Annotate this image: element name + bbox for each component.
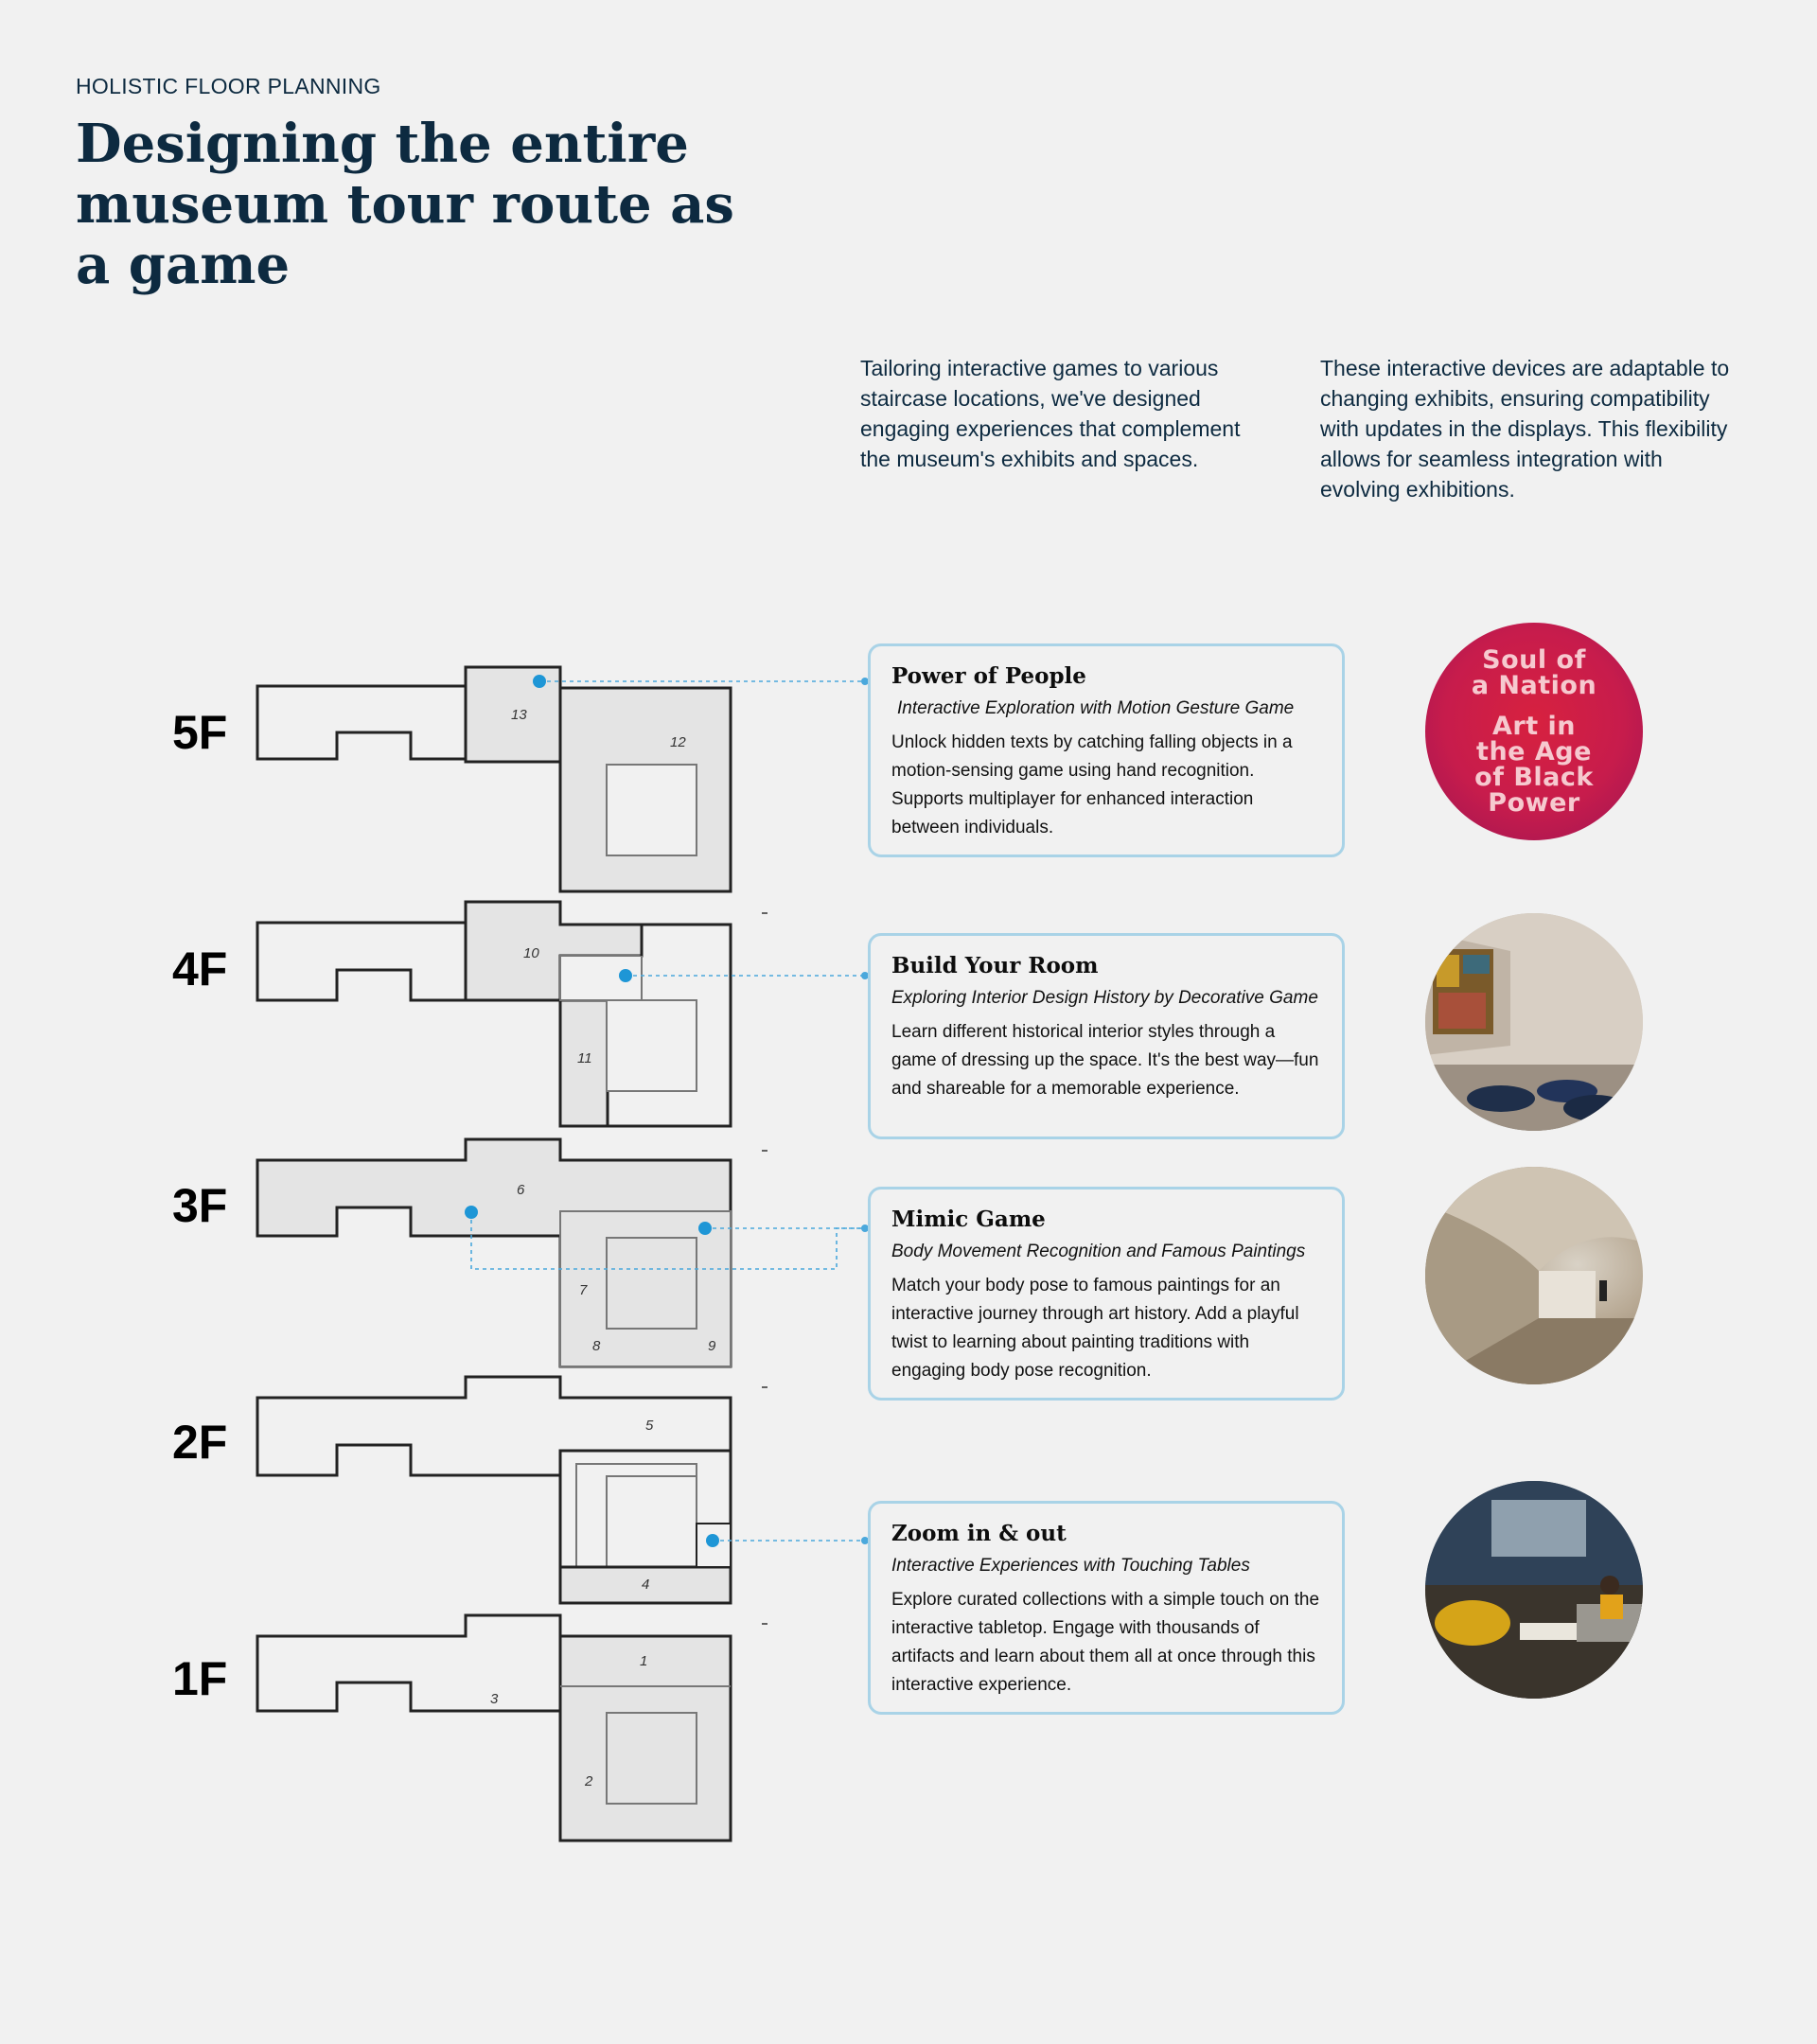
card-subtitle: Interactive Experiences with Touching Ta…	[891, 1556, 1250, 1576]
card-subtitle: Body Movement Recognition and Famous Pai…	[891, 1242, 1306, 1261]
marker-dot-3f-b	[698, 1222, 712, 1235]
room-label: 11	[577, 1050, 592, 1066]
exhibit-poster-photo: Soul of a Nation Art in the Age of Black…	[1425, 623, 1643, 840]
room-label: 6	[517, 1182, 525, 1198]
gallery-room-photo	[1425, 913, 1643, 1131]
card-title: Power of People	[891, 663, 1086, 689]
room-label: 4	[642, 1577, 649, 1593]
card-title: Mimic Game	[891, 1207, 1046, 1232]
room-label: 7	[579, 1282, 588, 1298]
connectors	[470, 680, 865, 1542]
floor-label-5f: 5F	[172, 706, 228, 759]
room-label: 10	[523, 945, 539, 961]
intro-text-left: Tailoring interactive games to various s…	[860, 356, 1241, 471]
floor-plan-4f: 10 11	[256, 900, 732, 1128]
card-body: Explore curated collections with a simpl…	[891, 1590, 1320, 1695]
room-label: 13	[511, 707, 527, 723]
separator-ticks	[762, 912, 767, 1625]
poster-text: the Age	[1476, 737, 1592, 766]
connector-3f-a	[470, 1212, 865, 1270]
marker-dot-2f	[706, 1534, 719, 1547]
poster-text: Soul of	[1482, 645, 1586, 675]
room-label: 12	[670, 734, 686, 750]
poster-text: of Black	[1474, 763, 1594, 792]
hallway-illustration	[1425, 1167, 1643, 1384]
connector-ends	[861, 678, 869, 1544]
card-subtitle: Interactive Exploration with Motion Gest…	[897, 698, 1295, 718]
marker-dot-4f	[619, 969, 632, 982]
room-label: 5	[645, 1418, 654, 1434]
room-label: 9	[708, 1338, 716, 1354]
card-body: Unlock hidden texts by catching falling …	[891, 732, 1293, 837]
card-body: Match your body pose to famous paintings…	[891, 1276, 1299, 1381]
card-subtitle: Exploring Interior Design History by Dec…	[891, 988, 1318, 1008]
hallway-photo	[1425, 1167, 1643, 1384]
card-title: Build Your Room	[891, 953, 1099, 978]
floor-label-3f: 3F	[172, 1179, 228, 1232]
floor-plan-1f: 1 3 2	[256, 1613, 732, 1842]
poster-text: Art in	[1492, 712, 1576, 741]
game-card-build-your-room: Build Your Room Exploring Interior Desig…	[868, 933, 1345, 1139]
page-title: Designing the entire museum tour route a…	[76, 113, 734, 296]
floor-label-2f: 2F	[172, 1416, 228, 1469]
room-label: 2	[584, 1773, 593, 1789]
room-label: 8	[592, 1338, 601, 1354]
card-body: Learn different historical interior styl…	[891, 1022, 1319, 1099]
room-label: 3	[490, 1691, 499, 1707]
floor-plan-2f: 5 4	[256, 1375, 732, 1605]
floor-label-1f: 1F	[172, 1652, 228, 1705]
room-4-area	[558, 1565, 732, 1605]
floor-label-4f: 4F	[172, 943, 228, 996]
poster-text: Power	[1488, 788, 1580, 818]
gallery-room-illustration	[1425, 913, 1643, 1131]
intro-text-right: These interactive devices are adaptable …	[1320, 356, 1730, 502]
poster-text: a Nation	[1471, 671, 1597, 700]
floor-plan-5f: 13 12	[256, 665, 732, 893]
marker-dot-3f-a	[465, 1206, 478, 1219]
floor-plan-3f: 6 7 8 9	[256, 1137, 732, 1368]
markers	[465, 675, 719, 1547]
room-label: 1	[640, 1653, 647, 1669]
game-card-power-of-people: Power of People Interactive Exploration …	[868, 643, 1345, 857]
lounge-illustration	[1425, 1481, 1643, 1699]
card-title: Zoom in & out	[891, 1521, 1067, 1546]
game-card-mimic-game: Mimic Game Body Movement Recognition and…	[868, 1187, 1345, 1401]
lounge-photo	[1425, 1481, 1643, 1699]
marker-dot-5f	[533, 675, 546, 688]
eyebrow: HOLISTIC FLOOR PLANNING	[76, 74, 381, 98]
game-card-zoom-in-out: Zoom in & out Interactive Experiences wi…	[868, 1501, 1345, 1715]
